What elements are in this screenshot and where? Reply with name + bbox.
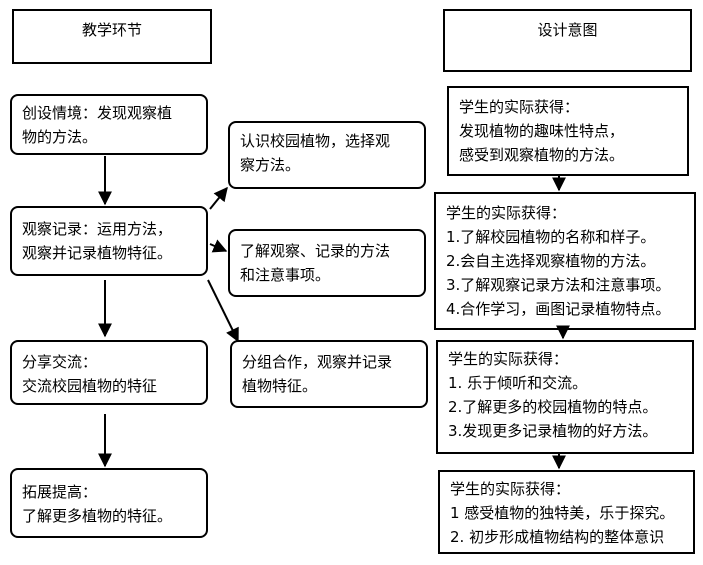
header-teaching-steps: 教学环节 xyxy=(12,9,212,64)
activity-line: 植物特征。 xyxy=(242,377,318,395)
intent-box-1: 学生的实际获得： 发现植物的趣味性特点， 感受到观察植物的方法。 xyxy=(447,86,689,176)
intent-line: 2.会自主选择观察植物的方法。 xyxy=(446,252,656,270)
intent-line: 1.了解校园植物的名称和样子。 xyxy=(446,228,656,246)
step-line: 创设情境：发现观察植 xyxy=(22,104,173,122)
arrow-step2-to-activity2 xyxy=(209,239,228,253)
step-line: 分享交流： xyxy=(22,353,98,371)
activity-box-identify: 认识校园植物，选择观 察方法。 xyxy=(228,121,426,189)
intent-line: 4.合作学习，画图记录植物特点。 xyxy=(446,300,671,318)
intent-line: 学生的实际获得： xyxy=(448,350,569,368)
intent-line: 3.了解观察记录方法和注意事项。 xyxy=(446,276,671,294)
step-box-extend: 拓展提高： 了解更多植物的特征。 xyxy=(10,468,208,538)
intent-line: 学生的实际获得： xyxy=(446,204,567,222)
step-line: 观察记录：运用方法， xyxy=(22,220,173,238)
step-line: 物的方法。 xyxy=(22,128,98,146)
intent-box-2: 学生的实际获得： 1.了解校园植物的名称和样子。 2.会自主选择观察植物的方法。… xyxy=(434,192,696,330)
activity-line: 认识校园植物，选择观 xyxy=(240,132,391,150)
step-line: 观察并记录植物特征。 xyxy=(22,244,173,262)
activity-line: 分组合作，观察并记录 xyxy=(242,353,393,371)
step-box-situation: 创设情境：发现观察植 物的方法。 xyxy=(10,94,208,155)
intent-line: 3.发现更多记录植物的好方法。 xyxy=(448,422,658,440)
intent-box-3: 学生的实际获得： 1. 乐于倾听和交流。 2.了解更多的校园植物的特点。 3.发… xyxy=(436,340,694,454)
header-design-intent: 设计意图 xyxy=(443,9,692,72)
intent-line: 学生的实际获得： xyxy=(450,480,571,498)
intent-line: 发现植物的趣味性特点， xyxy=(459,122,625,140)
activity-line: 和注意事项。 xyxy=(240,266,331,284)
intent-line: 2.了解更多的校园植物的特点。 xyxy=(448,398,658,416)
header-teaching-steps-label: 教学环节 xyxy=(81,21,142,39)
intent-line: 1. 乐于倾听和交流。 xyxy=(448,374,588,392)
arrow-step2-to-activity1 xyxy=(209,186,228,210)
step-line: 交流校园植物的特征 xyxy=(22,377,158,395)
activity-line: 察方法。 xyxy=(240,156,301,174)
intent-box-4: 学生的实际获得： 1 感受植物的独特美，乐于探究。 2. 初步形成植物结构的整体… xyxy=(438,470,695,554)
arrow-step2-to-activity3 xyxy=(207,279,239,343)
activity-line: 了解观察、记录的方法 xyxy=(240,242,391,260)
activity-box-group: 分组合作，观察并记录 植物特征。 xyxy=(230,340,428,408)
step-box-share: 分享交流： 交流校园植物的特征 xyxy=(10,340,208,405)
intent-line: 1 感受植物的独特美，乐于探究。 xyxy=(450,504,675,522)
header-design-intent-label: 设计意图 xyxy=(537,21,598,39)
intent-line: 2. 初步形成植物结构的整体意识 xyxy=(450,528,665,546)
intent-line: 学生的实际获得： xyxy=(459,98,580,116)
activity-box-methods: 了解观察、记录的方法 和注意事项。 xyxy=(228,229,426,297)
step-line: 拓展提高： xyxy=(22,483,98,501)
step-box-observe-record: 观察记录：运用方法， 观察并记录植物特征。 xyxy=(10,206,208,276)
step-line: 了解更多植物的特征。 xyxy=(22,507,173,525)
intent-line: 感受到观察植物的方法。 xyxy=(459,146,625,164)
